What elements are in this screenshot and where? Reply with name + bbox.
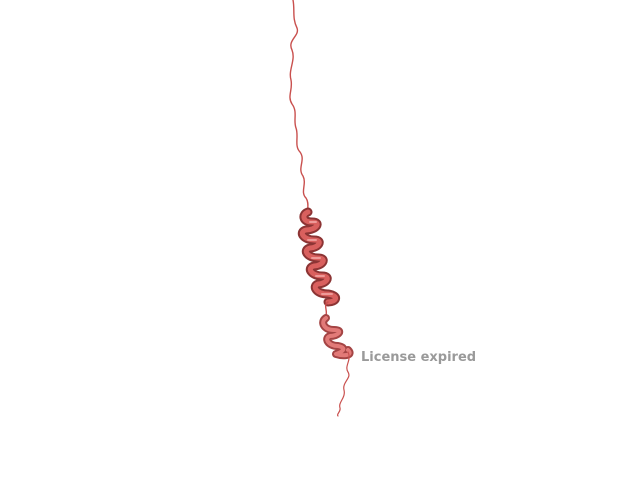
coil-segment-upper [289,0,310,215]
helix-1 [297,207,340,307]
helix-2 [319,314,354,360]
license-watermark: License expired [361,350,477,365]
coil-segment-lower [336,351,350,417]
